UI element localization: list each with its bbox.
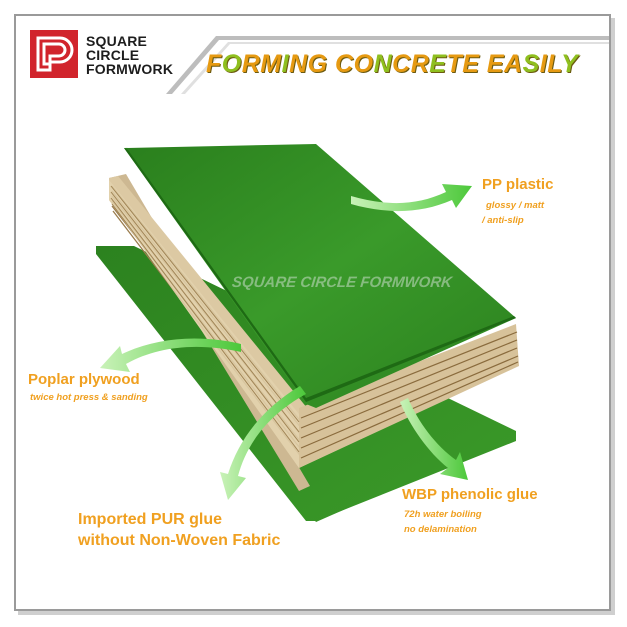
callout-pur-title1: Imported PUR glue	[78, 511, 223, 528]
callout-wbp-title: WBP phenolic glue	[402, 486, 538, 503]
arrow-wbp-glue	[400, 398, 468, 480]
company-logo	[30, 30, 78, 78]
company-name-line1: SQUARE	[86, 33, 148, 49]
company-name: SQUARE CIRCLE FORMWORK	[86, 34, 173, 76]
callout-pp-title: PP plastic	[482, 176, 554, 193]
header-swoosh-graphic	[166, 36, 609, 94]
company-name-line2: CIRCLE	[86, 47, 140, 63]
callout-wbp-sub1: 72h water boiling	[404, 509, 482, 520]
arrow-pp-plastic	[351, 184, 472, 212]
callout-wbp-sub2: no delamination	[404, 524, 477, 535]
top-green-board	[124, 144, 516, 408]
arrow-poplar	[100, 338, 241, 372]
slogan: FORMING CONCRETE EASILY	[206, 50, 579, 78]
plywood-illustration	[96, 144, 519, 522]
callout-pp-sub2: / anti-slip	[482, 215, 524, 226]
callout-pur-title2: without Non-Woven Fabric	[78, 532, 281, 549]
callout-poplar-sub1: twice hot press & sanding	[30, 392, 148, 403]
callout-poplar-title: Poplar plywood	[28, 371, 140, 388]
arrow-pur-glue	[220, 386, 306, 500]
callout-pp-sub1: glossy / matt	[486, 200, 545, 211]
company-name-line3: FORMWORK	[86, 61, 174, 77]
header: SQUARE CIRCLE FORMWORK FORMING CONCRETE …	[16, 16, 609, 94]
watermark: SQUARE CIRCLE FORMWORK	[231, 274, 453, 291]
